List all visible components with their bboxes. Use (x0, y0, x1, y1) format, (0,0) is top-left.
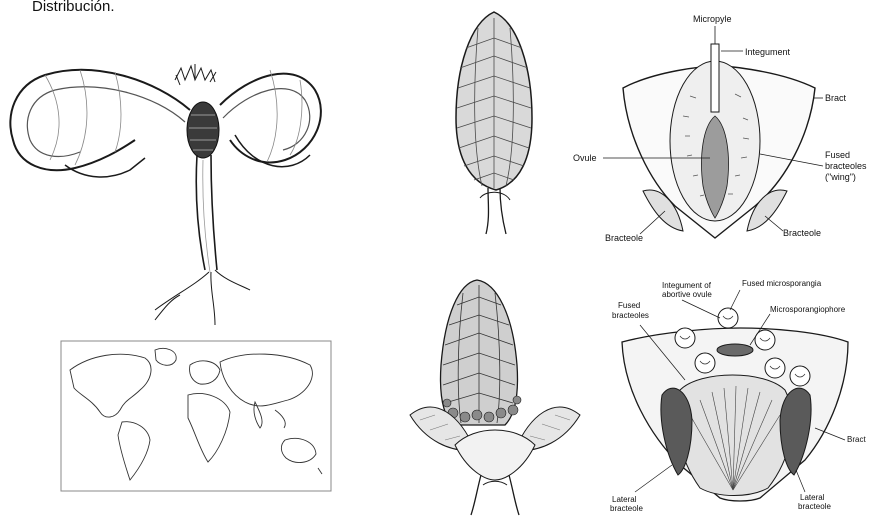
label-bracteole-left: Bracteole (605, 233, 643, 243)
label-fused-bracteoles-1: Fused (618, 301, 640, 310)
label-integument-1: Integument of (662, 281, 712, 290)
label-micropyle: Micropyle (693, 14, 732, 24)
label-fused-bracteoles-1: Fused (825, 150, 850, 160)
label-ovule: Ovule (573, 153, 597, 163)
label-integument-2: abortive ovule (662, 290, 712, 299)
strobilus-illustration (405, 275, 585, 517)
label-bracteole-right: Bracteole (783, 228, 821, 238)
label-bract: Bract (847, 435, 866, 444)
label-fused-bracteoles-2: bracteoles (825, 161, 867, 171)
label-microsporangiophore: Microsporangiophore (770, 305, 846, 314)
ovule-diagram: Micropyle Integument Bract Ovule Fused b… (565, 6, 875, 246)
label-lateral-bracteole-left-1: Lateral (612, 495, 637, 504)
label-fused-microsporangia: Fused microsporangia (742, 279, 822, 288)
microsporangia-diagram: Integument of abortive ovule Fused micro… (600, 270, 875, 515)
world-map (60, 340, 332, 492)
label-lateral-bracteole-left-2: bracteole (610, 504, 643, 513)
label-fused-bracteoles-3: ("wing") (825, 172, 856, 182)
label-fused-bracteoles-2: bracteoles (612, 311, 649, 320)
label-bract: Bract (825, 93, 847, 103)
label-lateral-bracteole-right-1: Lateral (800, 493, 825, 502)
cone-illustration (448, 8, 540, 236)
plant-illustration (5, 40, 325, 330)
label-lateral-bracteole-right-2: bracteole (798, 502, 831, 511)
caption: Distribución. (32, 0, 115, 15)
label-integument: Integument (745, 47, 791, 57)
